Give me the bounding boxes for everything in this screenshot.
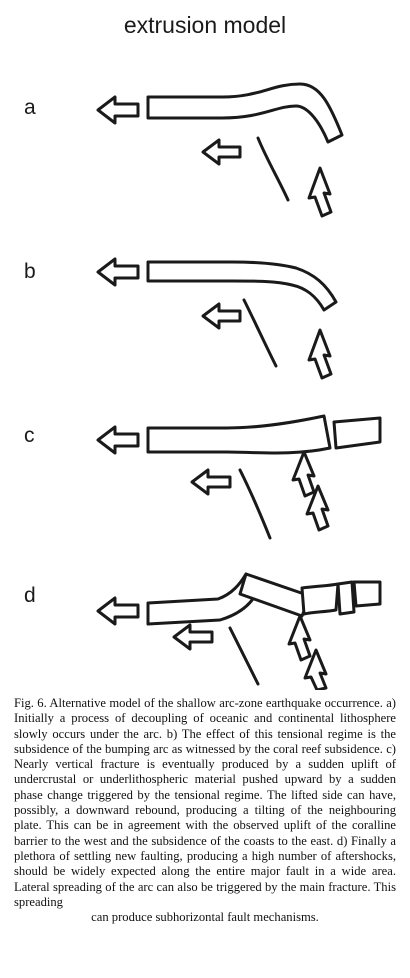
panel-d-plate-block-middle [300,582,340,616]
panel-c-up-arrow-lower [305,484,330,532]
panel-b-drawing [96,257,338,380]
panel-b-fault-line [242,298,278,368]
figure-caption: Fig. 6. Alternative model of the shallow… [14,696,396,925]
panel-d-fault-line [228,626,260,686]
panel-c-plate-left [146,414,332,455]
panel-d-up-arrow-upper [287,614,312,662]
panel-a-left-arrow-small [201,138,242,166]
panel-c-up-arrow-upper [291,450,316,498]
panel-d-plate-block-tilted [238,572,312,618]
panel-a-up-arrow [307,166,333,218]
panel-label-c: c [24,424,35,447]
panel-b-plate [146,260,338,312]
extrusion-model-diagram [96,82,382,690]
panel-b-left-arrow-small [201,302,242,330]
panel-d-plate-block-right [352,580,382,608]
panel-a-plate [146,82,344,144]
panel-d-plate-left [146,572,260,626]
panel-b-up-arrow [307,328,333,380]
panel-a-drawing [96,82,344,218]
panel-c-plate-right [332,416,382,450]
panel-b-left-arrow-large [96,257,140,287]
panel-c-fault-line [238,468,272,540]
caption-text: Fig. 6. Alternative model of the shallow… [14,696,396,909]
panel-label-d: d [24,584,36,607]
panel-d-left-arrow-small [172,623,214,651]
figure-title: extrusion model [123,12,287,38]
panel-d-up-arrow-lower [303,648,328,690]
panel-d-left-arrow-large [96,596,140,626]
panel-d-drawing [96,572,382,690]
panel-a-left-arrow-large [96,95,140,125]
panel-a-fault-line [256,136,290,202]
panel-label-b: b [24,260,36,283]
panel-c-left-arrow-small [190,468,232,496]
panel-c-left-arrow-large [96,425,140,455]
caption-last-line: can produce subhorizontal fault mechanis… [91,910,319,925]
panel-c-drawing [96,414,382,540]
panel-d-plate-block-narrow [336,580,356,616]
panel-label-a: a [24,96,36,119]
